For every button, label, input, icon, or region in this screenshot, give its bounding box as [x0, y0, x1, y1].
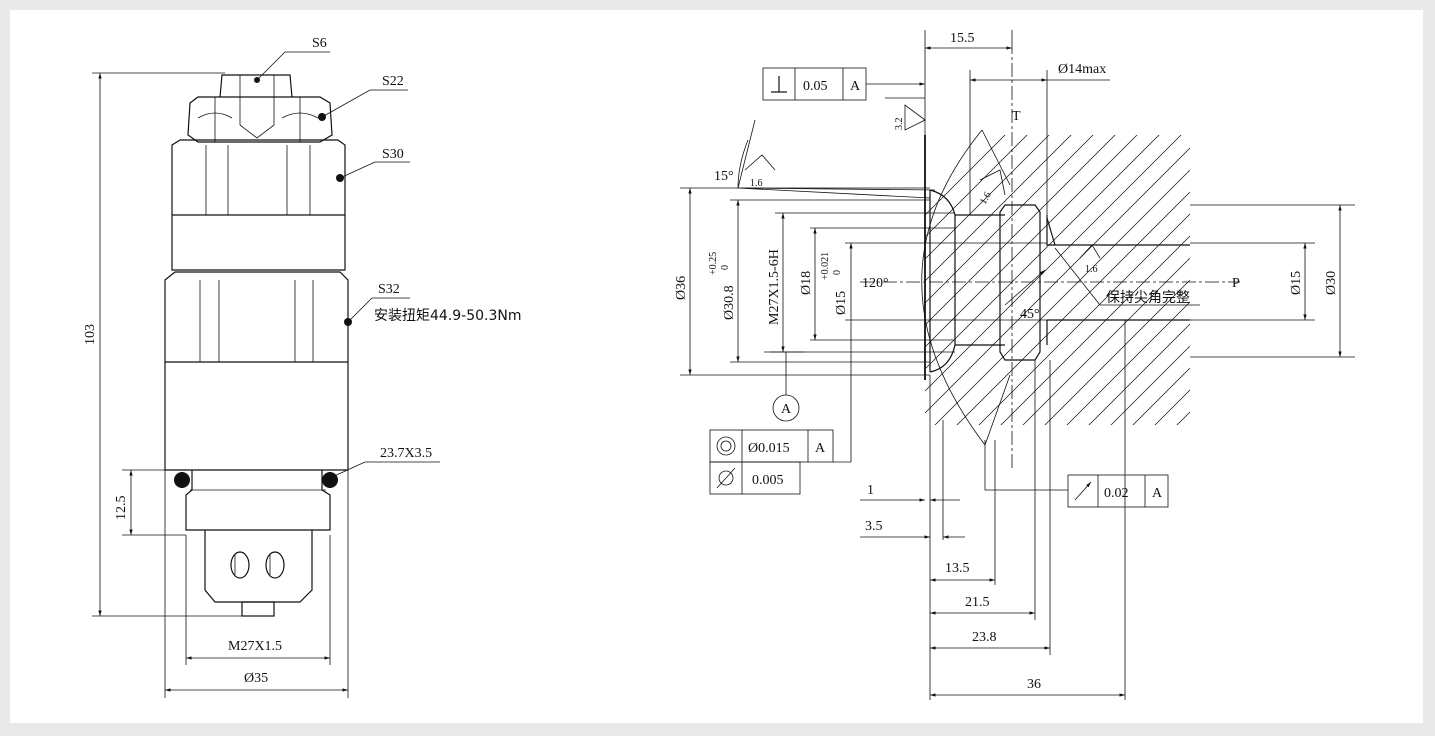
hatch-line: [985, 119, 1190, 425]
hatch-line: [925, 119, 1190, 425]
dim-total-height: 103: [83, 324, 98, 345]
hatch-line: [925, 119, 1109, 425]
perpendicularity-frame: 0.05 A: [762, 67, 925, 101]
hatch-line: [1073, 119, 1190, 425]
dim-21-5: 21.5: [965, 595, 990, 610]
runout-icon: [1074, 481, 1092, 501]
dim-15-right: Ø15: [1289, 271, 1304, 295]
roughness-1-6-c: 1.6: [1085, 264, 1098, 275]
hatch-line: [1007, 119, 1190, 425]
s32-body: [164, 271, 349, 471]
edge-note: 保持尖角完整: [1106, 290, 1190, 306]
roughness-symbol: [904, 104, 926, 131]
hatch-line: [1139, 119, 1190, 425]
right-view: Ø36 Ø30.8 +0.25 0 M27X1.5-6H Ø18 Ø15 +0.…: [674, 30, 1423, 700]
concentricity-icon: [716, 436, 736, 456]
roughness-3-2: 3.2: [894, 118, 905, 131]
hatched-material: [925, 119, 1423, 440]
tol-30-8-upper: +0.25: [708, 252, 719, 275]
runout-frame: 0.02 A: [984, 440, 1169, 508]
oring-label: 23.7X3.5: [380, 446, 432, 461]
dim-1: 1: [867, 483, 874, 498]
datum-a: A: [781, 402, 792, 417]
svg-text:A: A: [850, 79, 861, 94]
hatch-line: [1051, 119, 1190, 425]
hatch-line: [1338, 120, 1423, 440]
angle-45: 45°: [1020, 307, 1040, 322]
port-p: P: [1232, 276, 1240, 291]
tol-15-lower: 0: [832, 270, 843, 275]
svg-text:0.05: 0.05: [803, 79, 828, 94]
svg-text:0.02: 0.02: [1104, 486, 1129, 501]
drawing-sheet: 103 12.5 M27X1.5 Ø35 S6 S22 S30 S32 安装扭矩…: [10, 10, 1423, 723]
dim-18: Ø18: [799, 271, 814, 295]
cylindricity-icon: [718, 470, 734, 486]
hatch-line: [1117, 119, 1190, 425]
hatch-line: [1382, 120, 1423, 440]
torque-note: 安装扭矩44.9-50.3Nm: [374, 308, 522, 324]
hatch-line: [963, 119, 1190, 425]
dim-36: Ø36: [674, 276, 689, 300]
hatch-line: [941, 119, 1190, 425]
hatch-line: [1360, 120, 1423, 440]
label-s6: S6: [312, 36, 327, 51]
hatch-line: [925, 119, 1175, 425]
label-s32: S32: [378, 282, 400, 297]
dim-36-depth: 36: [1027, 677, 1041, 692]
technical-drawing: 103 12.5 M27X1.5 Ø35 S6 S22 S30 S32 安装扭矩…: [83, 30, 1423, 700]
tol-15-upper: +0.021: [820, 252, 831, 280]
dim-13-5: 13.5: [945, 561, 970, 576]
hatch-line: [925, 119, 1021, 425]
port-t: T: [1012, 109, 1021, 124]
s22-nut: [187, 96, 333, 143]
dim-3-5: 3.5: [865, 519, 883, 534]
dim-diameter: Ø35: [244, 671, 268, 686]
dim-thread: M27X1.5: [228, 639, 282, 654]
svg-text:A: A: [815, 441, 826, 456]
dim-thread-6h: M27X1.5-6H: [767, 249, 782, 325]
hatch-line: [1294, 120, 1423, 440]
thread-section: [185, 470, 331, 531]
spool: [204, 530, 313, 603]
hatch-line: [925, 119, 1043, 425]
hatch-line: [1404, 120, 1423, 440]
s6-screw-head: [219, 74, 293, 98]
dim-15: Ø15: [834, 291, 849, 315]
hatch-line: [1095, 119, 1190, 425]
roughness-1-6-a: 1.6: [750, 178, 763, 189]
tol-30-8-lower: 0: [720, 265, 731, 270]
s30-hex-body: [171, 139, 346, 271]
dim-30-right: Ø30: [1324, 271, 1339, 295]
label-s22: S22: [382, 74, 404, 89]
oring-left: [174, 472, 190, 488]
hatch-line: [925, 119, 1065, 425]
dim-thread-length: 12.5: [114, 496, 129, 521]
dim-30-8: Ø30.8: [722, 285, 737, 320]
hatch-line: [925, 119, 1153, 425]
roughness-1-6-b: 1.6: [978, 190, 994, 206]
hatch-line: [1029, 119, 1190, 425]
left-view: 103 12.5 M27X1.5 Ø35 S6 S22 S30 S32 安装扭矩…: [83, 36, 522, 698]
label-s30: S30: [382, 147, 404, 162]
dim-14max: Ø14max: [1058, 62, 1106, 77]
hatch-line: [925, 119, 1087, 425]
svg-text:A: A: [1152, 486, 1163, 501]
dim-23-8: 23.8: [972, 630, 997, 645]
svg-text:0.005: 0.005: [752, 473, 784, 488]
concentricity-frame: Ø0.015 A 0.005: [709, 429, 851, 495]
svg-text:Ø0.015: Ø0.015: [748, 441, 790, 456]
angle-15: 15°: [714, 169, 734, 184]
hatch-line: [925, 119, 1190, 425]
angle-120: 120°: [862, 276, 889, 291]
hatch-line: [925, 119, 1131, 425]
dim-15-5: 15.5: [950, 31, 975, 46]
